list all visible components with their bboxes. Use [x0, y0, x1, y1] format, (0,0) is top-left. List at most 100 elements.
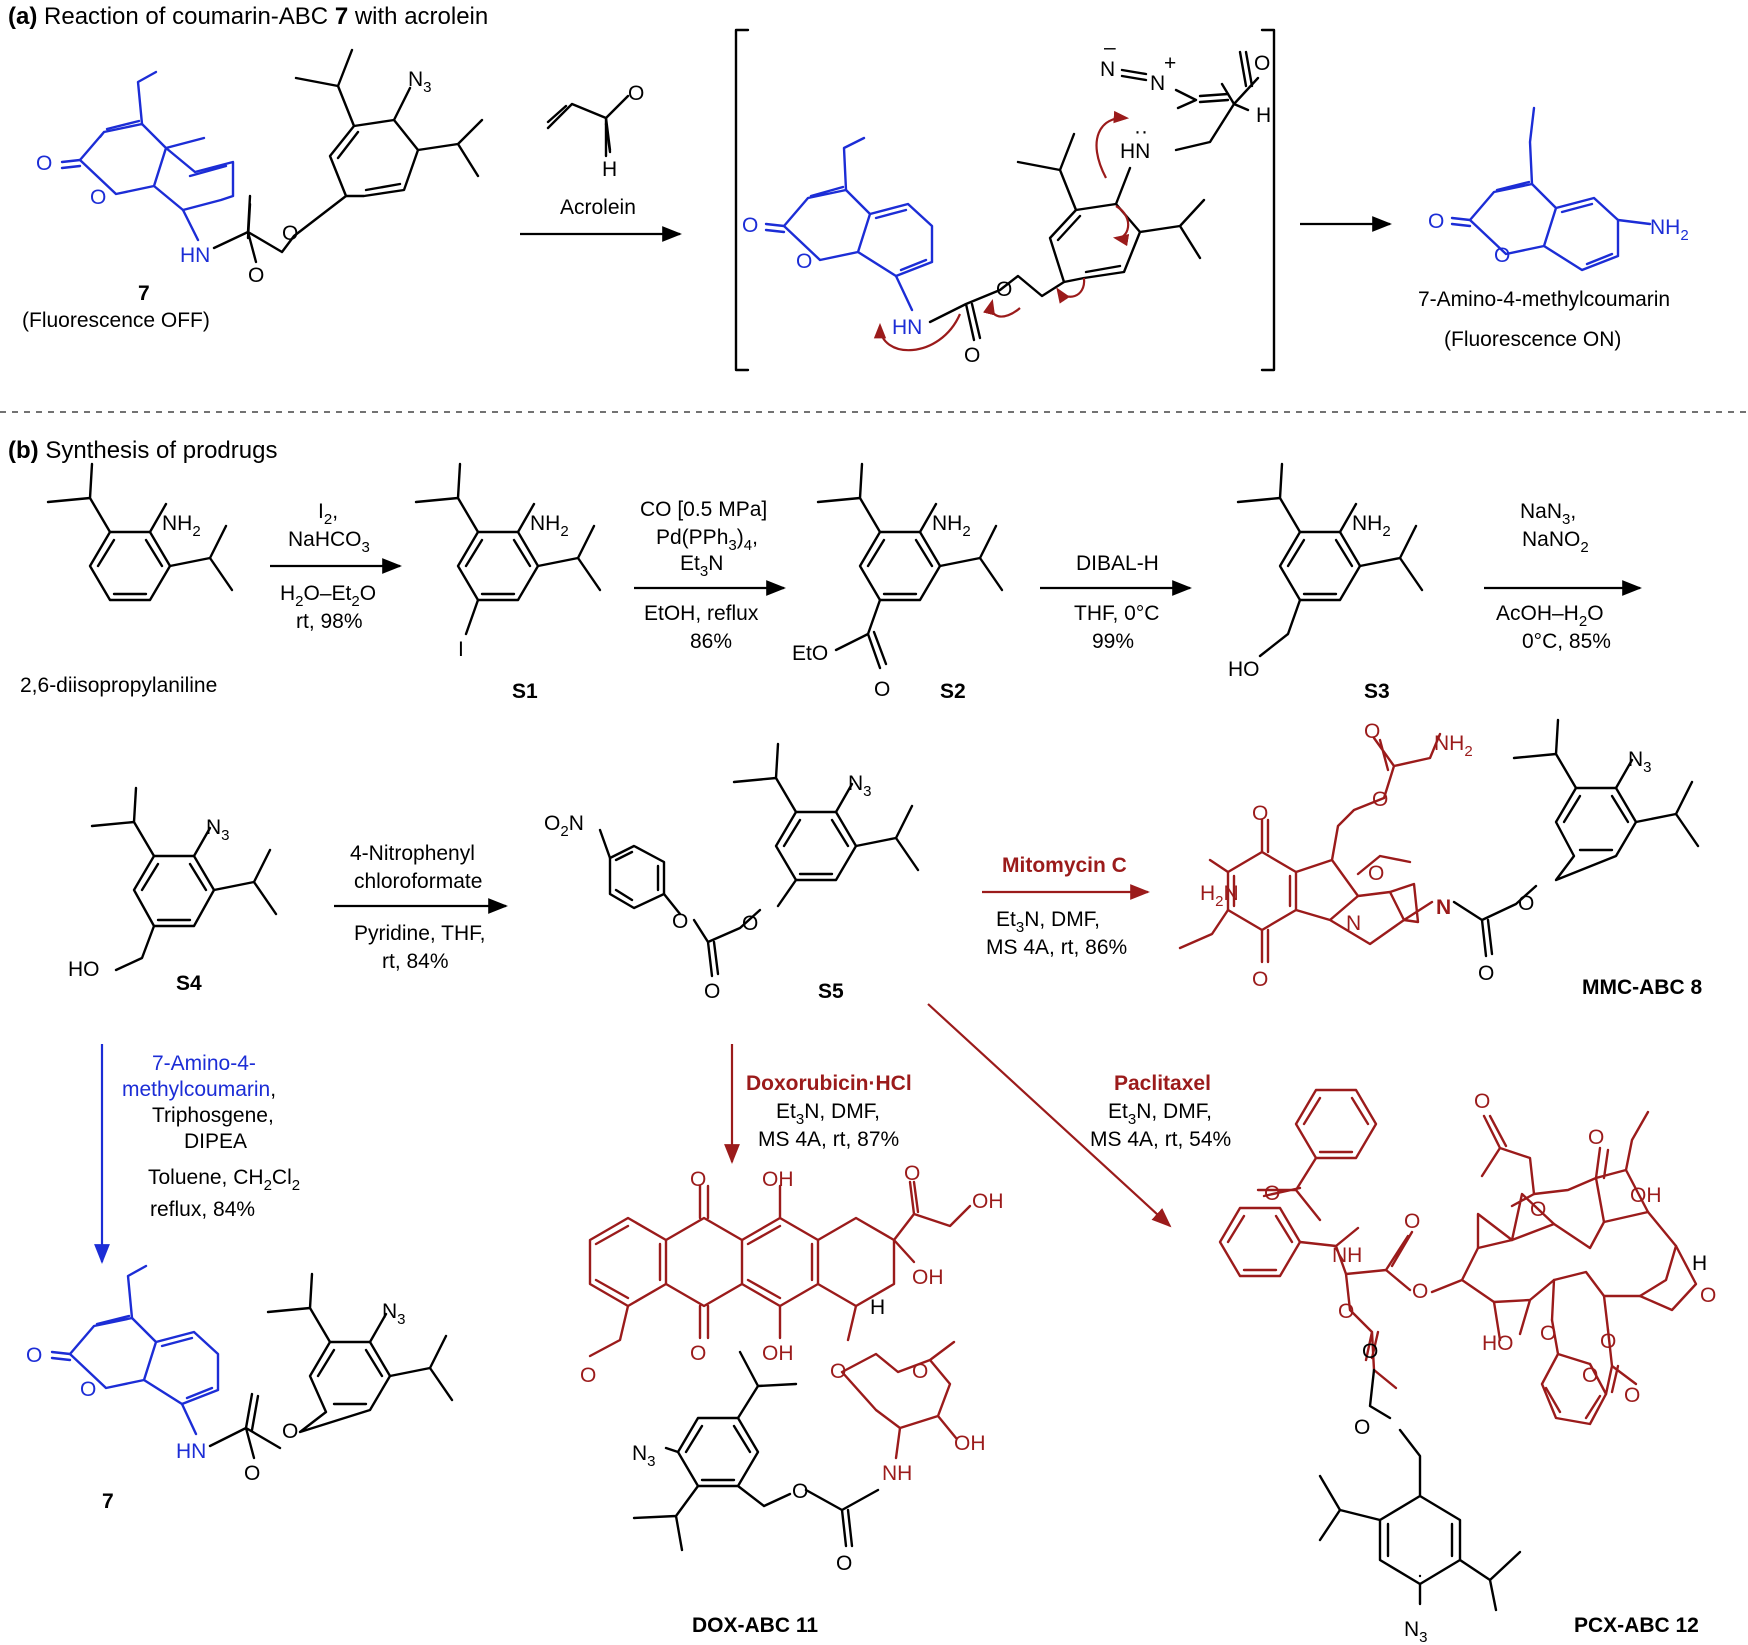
dia-nh2: NH2 [162, 512, 201, 540]
cs-b1s: 2 [264, 1177, 272, 1194]
s5-n-sub: 3 [863, 783, 871, 800]
c7b-n-sub: 3 [397, 1311, 405, 1328]
s1-t2: NaHCO [288, 528, 362, 551]
c7b-carbamate-o: O [244, 1462, 260, 1485]
c7-ring-o: O [90, 186, 106, 209]
start-material-name: 2,6-diisopropylaniline [20, 674, 217, 697]
mmc-an-sub: 3 [1643, 759, 1651, 776]
mmc-c1s: 3 [1016, 919, 1024, 936]
s2-eto: EtO [792, 642, 828, 665]
coumarin-step-3: Triphosgene, [152, 1104, 274, 1127]
c7-carbonyl-o: O [36, 152, 52, 175]
mmc-carbamate-o: O [1372, 788, 1388, 811]
dox-oh-1: OH [762, 1168, 794, 1191]
s4-b1s: 2 [1579, 613, 1587, 630]
int-carbamate-o: O [964, 344, 980, 367]
mmc-carbamate-nh2: NH2 [1434, 732, 1473, 760]
s4-structure: N3 HO [68, 786, 278, 981]
mmc-c1b: N, DMF, [1024, 908, 1100, 931]
pcx-acetate-o1: O [1474, 1090, 1490, 1113]
s1-iodine: I [458, 638, 464, 661]
pcx-benzamide-o: O [1264, 1182, 1280, 1205]
dox-oh-2: OH [762, 1342, 794, 1365]
mmc-an: N [1628, 748, 1643, 771]
mmc-quinone-o2: O [1252, 968, 1268, 991]
mmc-conditions-2: MS 4A, rt, 86% [986, 936, 1127, 959]
mmc-quinone-o1: O [1252, 802, 1268, 825]
dox-glyco-o: O [830, 1360, 846, 1383]
compound-7-structure: O O HN O O N3 [36, 48, 484, 287]
s1-t1s: 2 [324, 511, 332, 528]
s4-azide: N3 [206, 816, 230, 844]
pcx-carbonate-o: O [1338, 1300, 1354, 1323]
s4-b1p: O [1587, 602, 1603, 625]
c7-azide-n: N3 [408, 68, 432, 96]
s2-t2s: 3 [728, 537, 736, 554]
cs-b1: Toluene, CH [148, 1166, 264, 1189]
step4-yield: 0°C, 85% [1522, 630, 1611, 653]
pcx-ester-o2: O [1412, 1280, 1428, 1303]
mmc-aryl-azide: N3 [1628, 748, 1652, 776]
step4-reagent-1: NaN3, [1520, 500, 1576, 528]
bracket-right [1260, 28, 1276, 372]
s2-t2: Pd(PPh [656, 526, 728, 549]
dox-conditions-2: MS 4A, rt, 87% [758, 1128, 899, 1151]
c7-ester-o: O [282, 222, 298, 245]
amc-nh: NH [1650, 216, 1680, 239]
c7b-carbonyl-o: O [26, 1344, 42, 1367]
aminocoumarin-structure: O O NH2 [1428, 106, 1689, 272]
s1-b1s: 2 [295, 593, 303, 610]
step5-reagent-2: chloroformate [354, 870, 482, 893]
mmc-cnh: NH [1434, 732, 1464, 755]
s1-nh-sub: 2 [560, 523, 568, 540]
dox-sugar-o: O [912, 1360, 928, 1383]
compound-7-bottom-label: 7 [102, 1490, 114, 1513]
int-ester-o: O [996, 278, 1012, 301]
bracket-left [734, 28, 750, 372]
pcx-ester-o: O [1404, 1210, 1420, 1233]
amc-nh2: NH2 [1650, 216, 1689, 244]
s5-structure: O2N O O O N3 [544, 742, 920, 1003]
s2-t3: Et [680, 552, 700, 575]
s3-ho: HO [1228, 658, 1260, 681]
pcx-h: H [1692, 1252, 1707, 1275]
acrolein-o: O [628, 82, 644, 105]
step1-reagent-1: I2, [318, 500, 338, 528]
panel-a-title-pre: Reaction of coumarin-ABC [44, 3, 335, 30]
mmc-abc-structure: H2N O O O O O NH2 N N O O N3 [1178, 718, 1700, 991]
s3-nh: NH [1352, 512, 1382, 535]
step3-yield: 99% [1092, 630, 1134, 653]
cs-b1s2: 2 [292, 1177, 300, 1194]
dox-an: N [632, 1442, 647, 1465]
dox-ketone-o: O [904, 1162, 920, 1185]
pcx-benzoate-o2: O [1582, 1364, 1598, 1387]
acrolein-structure: O H [546, 82, 644, 181]
dox-ome: O [580, 1364, 596, 1387]
acrolein-h: H [602, 158, 617, 181]
s2-t2p: ) [737, 526, 744, 549]
pcx-acetate-o2: O [1530, 1198, 1546, 1221]
pcx-c1s: 3 [1128, 1111, 1136, 1128]
step5-solvent: Pyridine, THF, [354, 922, 486, 945]
s1-nh2: NH2 [530, 512, 569, 540]
compound-7-note: (Fluorescence OFF) [22, 309, 210, 332]
pcx-benzoate-o: O [1540, 1322, 1556, 1345]
mmc-ring-n: N [1346, 912, 1361, 935]
s1-t1p: , [332, 500, 338, 523]
acrolein-label: Acrolein [560, 196, 636, 219]
dox-carbamate-o: O [836, 1552, 852, 1575]
dox-label: DOX-ABC 11 [692, 1614, 818, 1637]
s4-n-sub: 3 [221, 827, 229, 844]
s3-structure: NH2 HO [1228, 462, 1424, 681]
cs-b1p: Cl [272, 1166, 292, 1189]
dox-sugar-nh: NH [882, 1462, 912, 1485]
dia-nh: NH [162, 512, 192, 535]
mmc-carbamate-o2: O [1364, 720, 1380, 743]
dox-c1a: Et [776, 1100, 796, 1123]
s2-structure: NH2 EtO O [792, 462, 1004, 701]
mmc-h2n: H2N [1200, 882, 1239, 910]
s1-structure: NH2 I [414, 462, 602, 661]
c7b-ring-o: O [80, 1378, 96, 1401]
c7-azide-n-letter: N [408, 68, 423, 91]
